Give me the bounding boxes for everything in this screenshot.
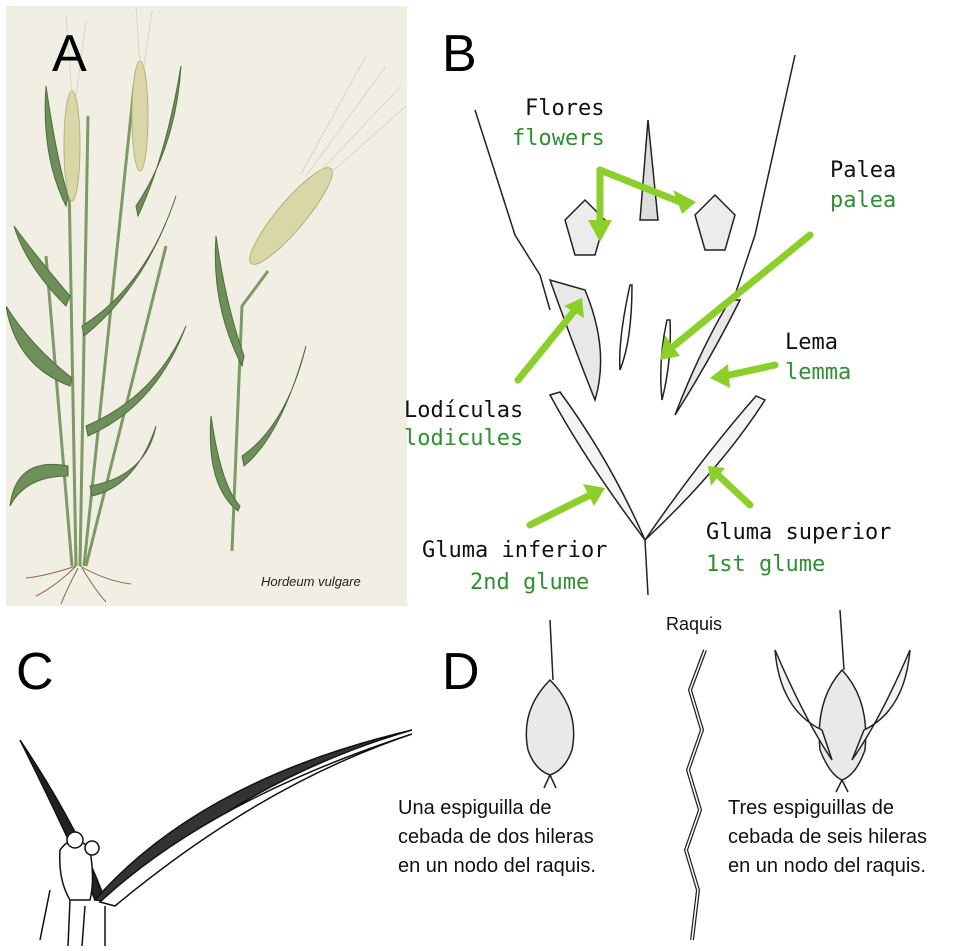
panel-c-letter: C — [16, 646, 54, 698]
spikelet-arrangement-illustration — [420, 610, 966, 951]
label-flores: Flores — [525, 96, 604, 121]
label-gluma-inferior: Gluma inferior — [422, 538, 607, 563]
label-lodicules: lodicules — [404, 426, 523, 451]
floret-illustration — [0, 610, 420, 951]
label-palea-en: palea — [830, 188, 896, 213]
label-lema: Lema — [785, 330, 838, 355]
label-2nd-glume: 2nd glume — [470, 570, 589, 595]
species-name: Hordeum vulgare — [261, 574, 361, 589]
panel-b-spikelet-anatomy: B Flores flowers Palea palea Lema lemma … — [400, 20, 966, 610]
label-lemma: lemma — [785, 360, 851, 385]
label-gluma-superior: Gluma superior — [706, 520, 891, 545]
panel-c-floret: C — [0, 610, 420, 951]
panel-a-barley-plant: A Hordeum vulgare — [6, 6, 407, 606]
caption-two-row: Una espiguilla de cebada de dos hileras … — [398, 794, 596, 881]
panel-d-spikelet-arrangement: D Raquis Una espiguilla de cebada de dos… — [420, 610, 966, 951]
raquis-label: Raquis — [666, 610, 722, 639]
label-palea-es: Palea — [830, 158, 896, 183]
label-1st-glume: 1st glume — [706, 552, 825, 577]
panel-a-letter: A — [52, 28, 87, 80]
label-lodiculas: Lodículas — [404, 398, 523, 423]
caption-six-row: Tres espiguillas de cebada de seis hiler… — [728, 794, 927, 881]
barley-plant-illustration — [6, 6, 407, 606]
panel-b-letter: B — [442, 28, 477, 80]
label-flowers: flowers — [512, 126, 605, 151]
panel-d-letter: D — [442, 646, 480, 698]
